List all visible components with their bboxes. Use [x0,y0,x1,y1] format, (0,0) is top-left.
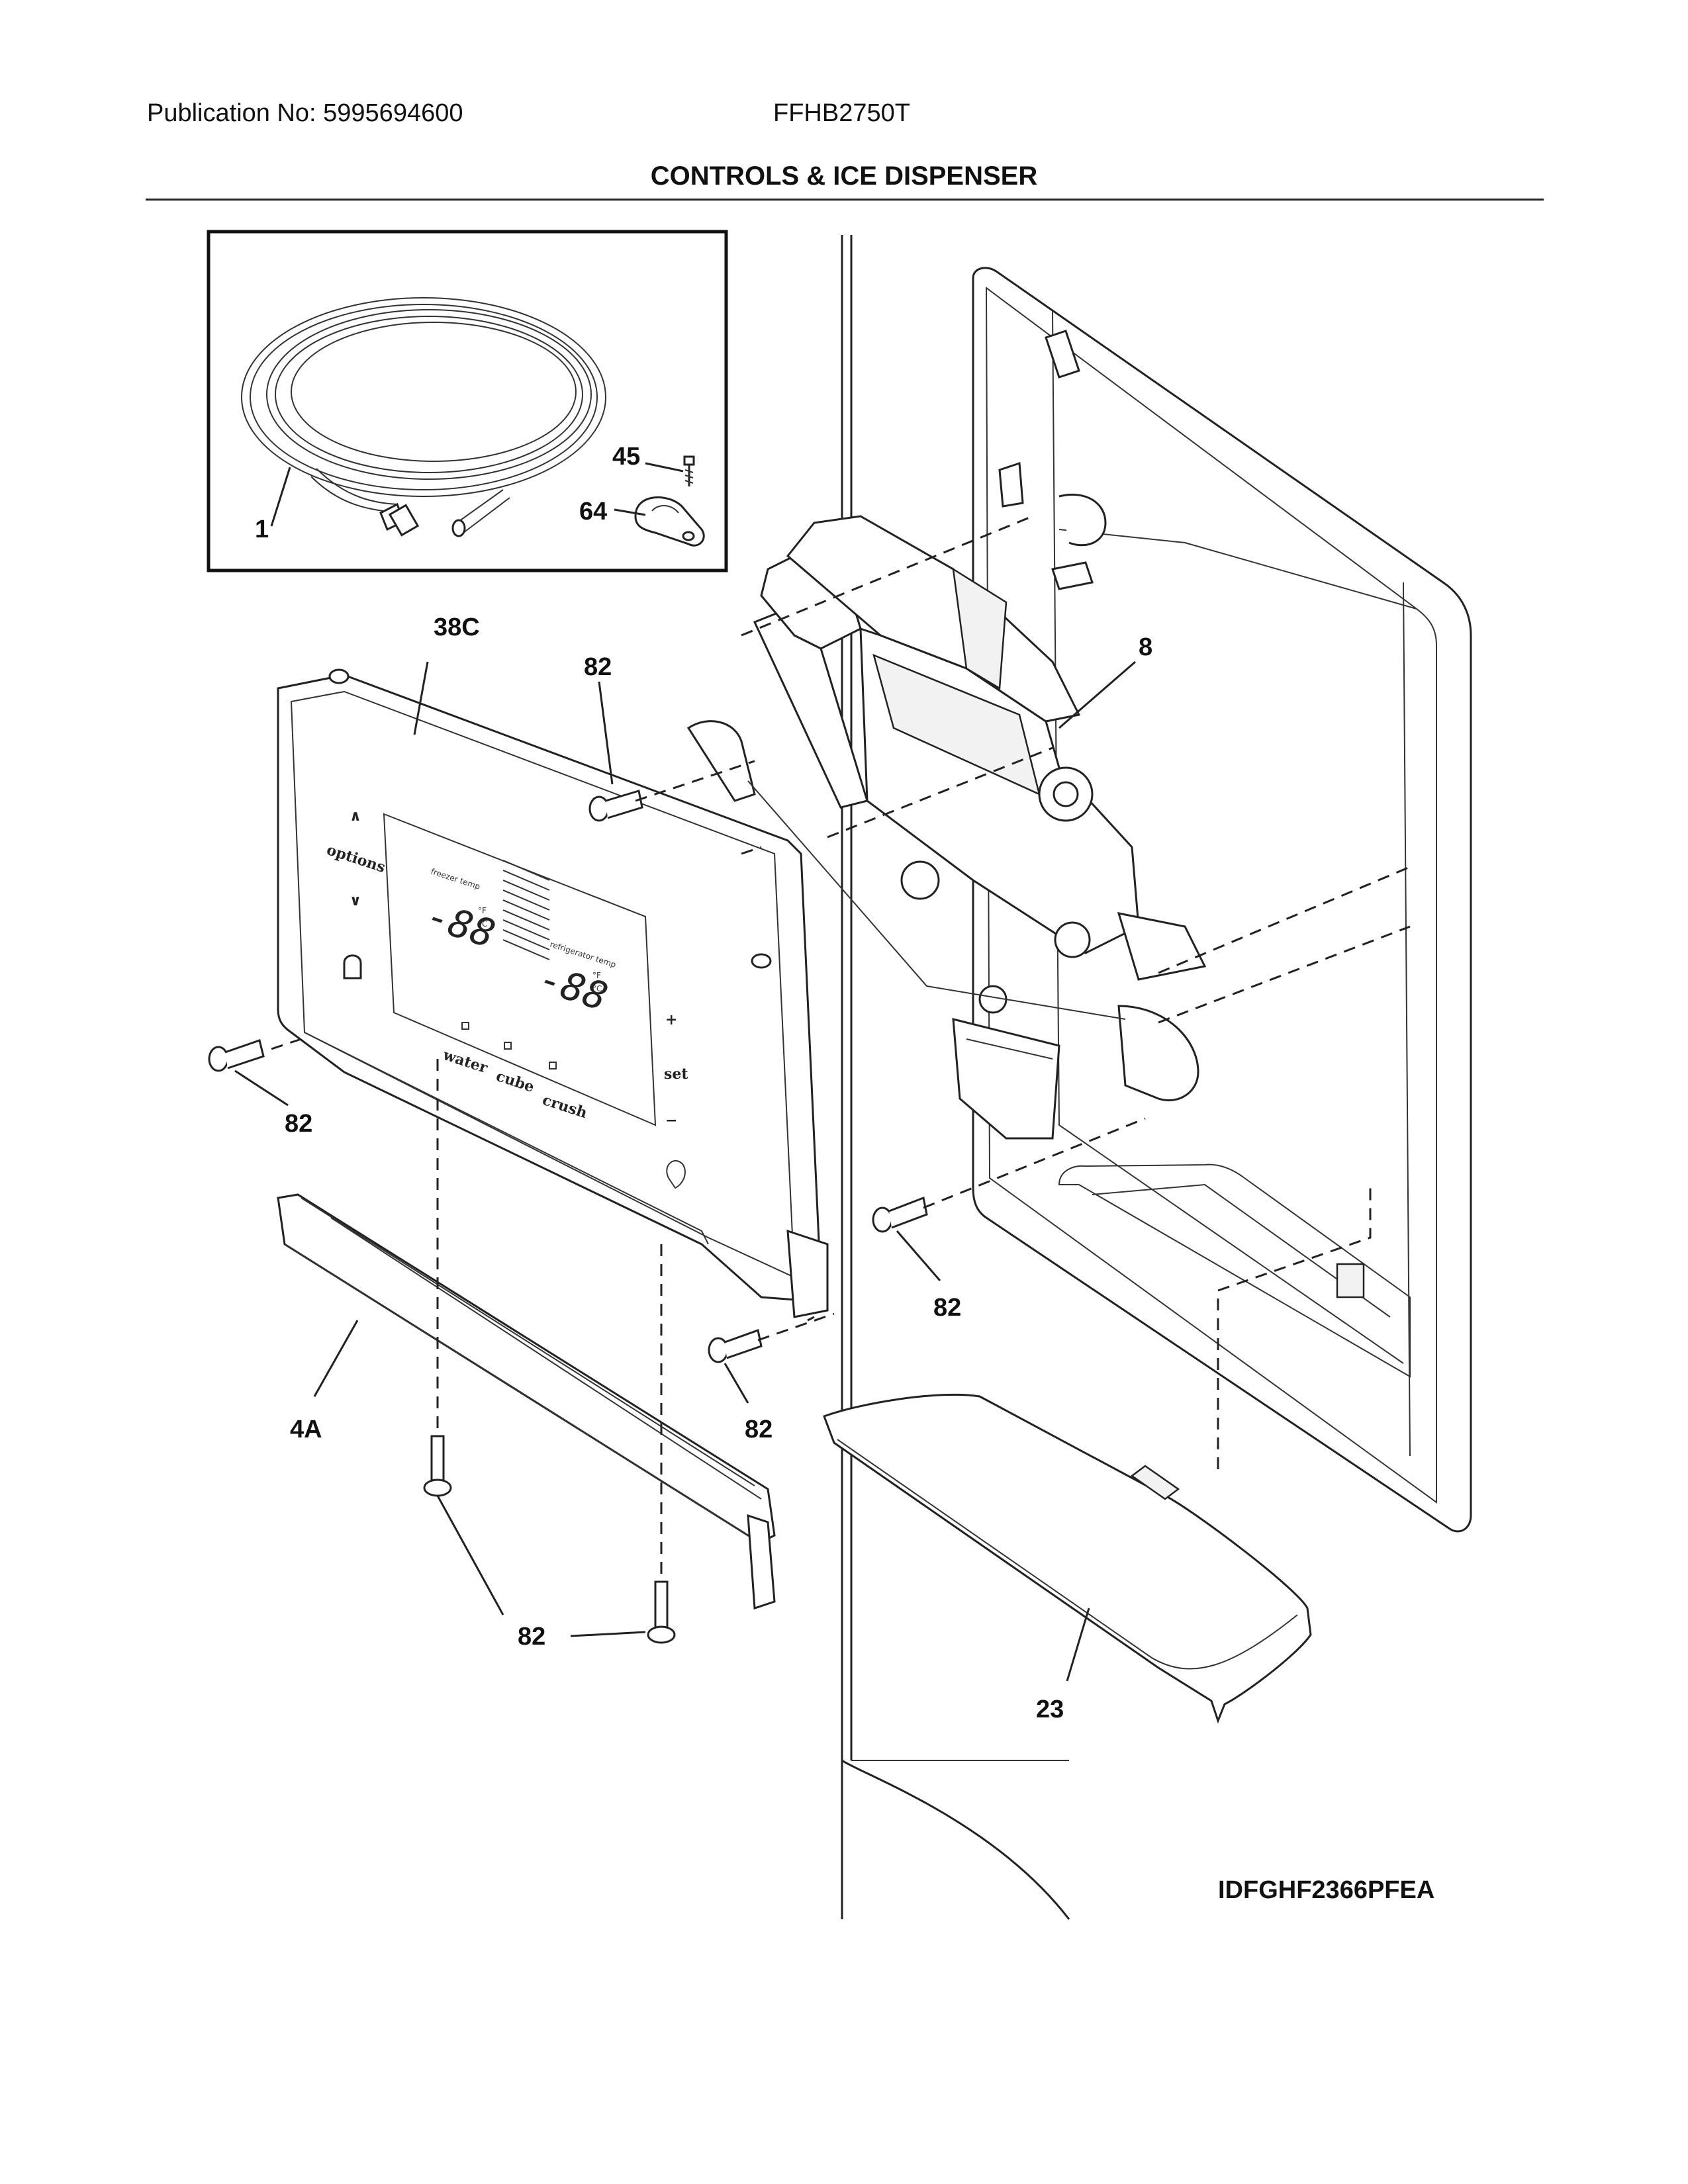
screw-82-left [208,1039,265,1072]
screw-82-right [872,1196,928,1233]
set-button: set [664,1066,688,1083]
callout-1: 1 [255,516,269,543]
light-bulb-icon [666,1160,686,1189]
callout-45: 45 [612,443,640,471]
callout-82-top: 82 [584,653,612,681]
model-number: FFHB2750T [773,99,910,127]
up-arrow-icon: ∧ [350,807,361,825]
diagram-code: IDFGHF2366PFEA [1218,1876,1435,1904]
ice-dispenser-housing-8 [686,515,1207,1140]
freezer-deg-f: °F [478,906,487,915]
header-rule [146,199,1544,201]
callout-82-right: 82 [933,1294,961,1322]
fridge-deg-f: °F [592,971,601,980]
callout-38C: 38C [434,614,480,641]
callout-8: 8 [1139,633,1152,661]
plus-icon: + [665,1011,677,1028]
screw-82-mid [708,1329,763,1363]
callout-82-left: 82 [285,1110,312,1138]
clamp-64 [634,496,705,547]
callout-82-mid: 82 [745,1416,773,1443]
drip-tray-23 [823,1393,1312,1724]
tubing-kit-inset: 1 45 64 [207,230,728,572]
screw-45 [683,455,695,486]
water-tube-coil [241,297,606,537]
control-panel-38C: -88 -88 freezer temp refrigerator temp °… [277,668,829,1318]
refrigerator-door-cavity [841,235,1472,1920]
lock-icon [343,954,362,979]
freezer-deg-c: °C [478,919,487,929]
screw-82-bottom-left [423,1435,452,1497]
dispenser-trim-4A [277,1193,776,1610]
callout-64: 64 [579,498,607,525]
callout-82-bottom: 82 [518,1623,545,1651]
publication-number: Publication No: 5995694600 [147,99,463,127]
page-title: CONTROLS & ICE DISPENSER [650,161,1038,191]
fridge-deg-c: °C [592,984,602,993]
callout-4A: 4A [290,1416,322,1443]
down-arrow-icon: ∨ [350,892,361,909]
minus-icon: − [665,1112,677,1129]
callout-23: 23 [1036,1696,1064,1723]
screw-82-bottom-right [647,1580,676,1644]
